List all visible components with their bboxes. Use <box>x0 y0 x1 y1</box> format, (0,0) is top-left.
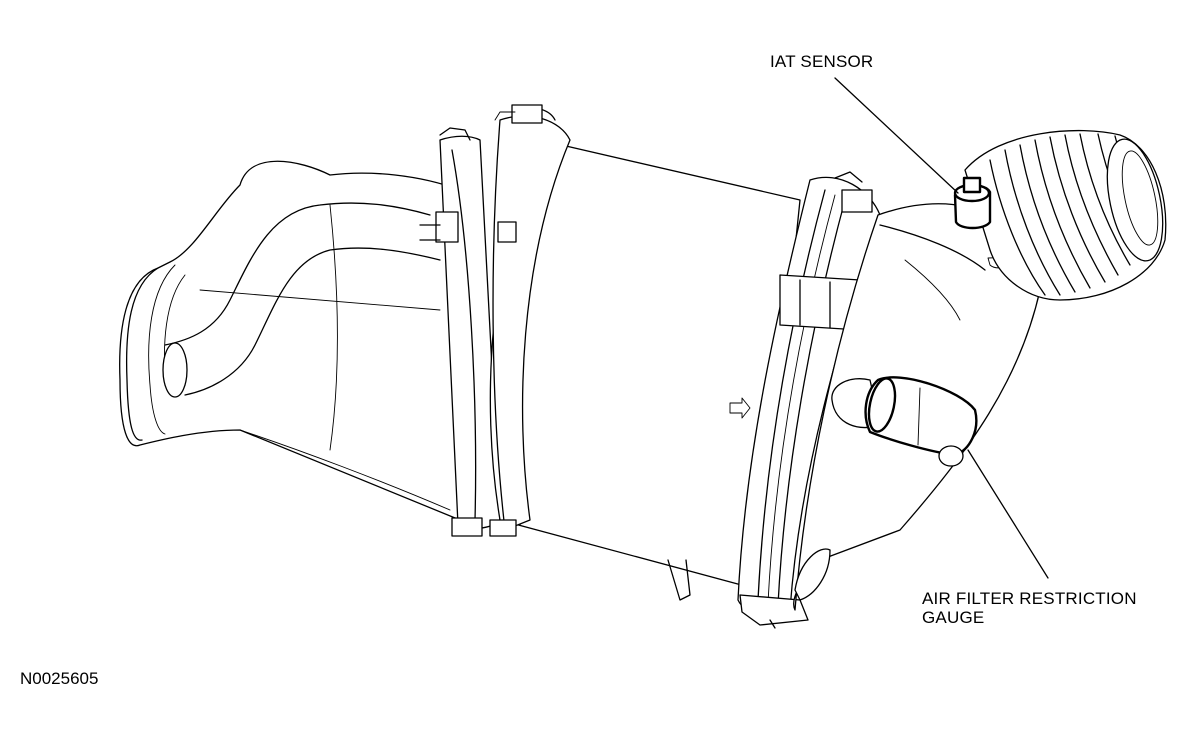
iat-sensor-label: IAT SENSOR <box>770 52 874 71</box>
inlet-housing <box>119 160 461 521</box>
gauge-label-line1: AIR FILTER RESTRICTION <box>922 589 1137 608</box>
iat-sensor <box>953 176 992 230</box>
iat-sensor-leader <box>834 77 959 194</box>
filter-canister <box>489 104 801 591</box>
gauge-label-line2: GAUGE <box>922 608 985 627</box>
air-filter-gauge-leader <box>967 449 1049 579</box>
left-clamp-ring <box>419 127 501 537</box>
outlet-bellows-duct <box>964 129 1167 301</box>
figure-id: N0025605 <box>20 669 99 688</box>
air-filter-restriction-gauge-label: AIR FILTER RESTRICTION GAUGE <box>922 589 1137 627</box>
air-filter-restriction-gauge <box>831 376 978 467</box>
